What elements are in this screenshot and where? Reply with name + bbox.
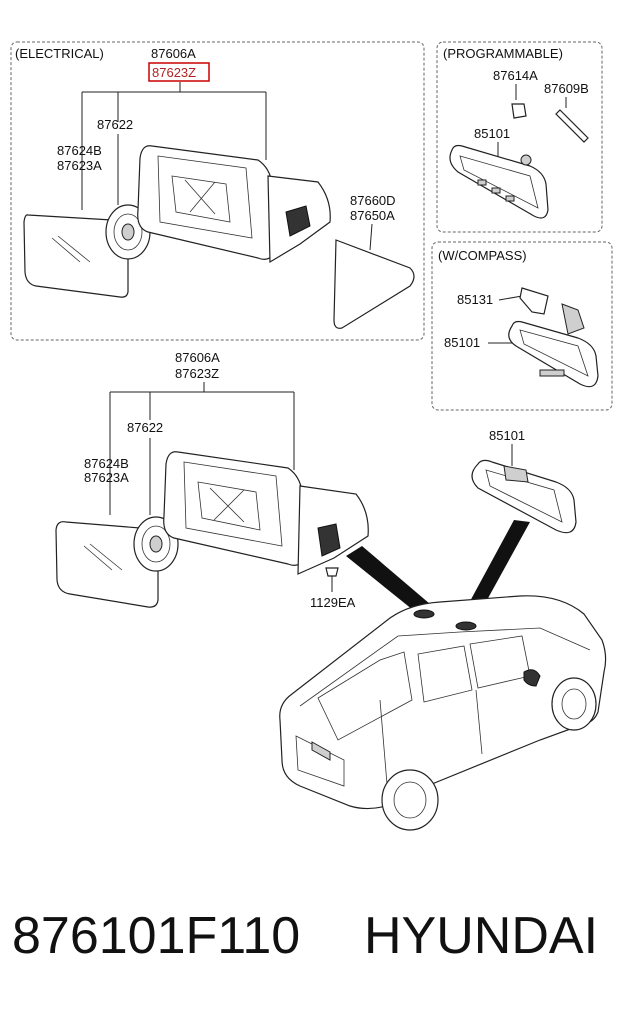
label-87623Z-manual[interactable]: 87623Z bbox=[175, 366, 219, 381]
compass-title: (W/COMPASS) bbox=[438, 248, 527, 263]
programmable-section: (PROGRAMMABLE) 87614A 87609B 85101 bbox=[436, 41, 603, 233]
mount-icon bbox=[561, 303, 585, 335]
manual-mirror-section: 87606A 87623Z 87622 87624B 87623A 1129 bbox=[55, 350, 430, 614]
compass-section: (W/COMPASS) 85131 85101 bbox=[431, 241, 613, 411]
pointer-wedge-left bbox=[346, 546, 430, 614]
label-87606A-manual[interactable]: 87606A bbox=[175, 350, 220, 365]
parts-diagram: (ELECTRICAL) 87606A 87623Z 87622 87624B … bbox=[10, 41, 613, 831]
bolt-icon bbox=[325, 567, 339, 592]
mirror-cover-icon bbox=[333, 239, 415, 329]
cover-cap-icon bbox=[519, 287, 549, 315]
programmable-frame bbox=[436, 41, 603, 233]
footer-part-number: 876101F110 bbox=[12, 907, 301, 965]
highlight-box bbox=[148, 62, 210, 82]
footer-brand: HYUNDAI bbox=[364, 907, 599, 965]
label-87650A[interactable]: 87650A bbox=[350, 208, 395, 223]
label-85101-compass[interactable]: 85101 bbox=[444, 335, 480, 350]
leader-lines bbox=[81, 82, 267, 210]
label-87614A[interactable]: 87614A bbox=[493, 68, 538, 83]
pointer-wedge-right bbox=[462, 520, 530, 620]
electrical-frame bbox=[10, 41, 425, 341]
label-85101-rearview[interactable]: 85101 bbox=[489, 428, 525, 443]
label-85101-programmable[interactable]: 85101 bbox=[474, 126, 510, 141]
manual-housing-icon bbox=[163, 451, 369, 575]
electrical-title: (ELECTRICAL) bbox=[15, 46, 104, 61]
label-87606A[interactable]: 87606A bbox=[151, 46, 196, 61]
label-87623A[interactable]: 87623A bbox=[57, 158, 102, 173]
screw-icon bbox=[555, 109, 589, 143]
label-87660D[interactable]: 87660D bbox=[350, 193, 396, 208]
label-87623Z[interactable]: 87623Z bbox=[152, 65, 196, 80]
compass-frame bbox=[431, 241, 613, 411]
label-87624B[interactable]: 87624B bbox=[57, 143, 102, 158]
programmable-title: (PROGRAMMABLE) bbox=[443, 46, 563, 61]
rearview-mirror-icon bbox=[449, 144, 549, 219]
footer: 876101F110 HYUNDAI bbox=[0, 900, 620, 980]
compass-mirror-icon bbox=[508, 320, 599, 388]
label-87622-manual[interactable]: 87622 bbox=[127, 420, 163, 435]
rearview-pointer-section: 85101 bbox=[462, 428, 577, 620]
label-87609B[interactable]: 87609B bbox=[544, 81, 589, 96]
leader-87660D bbox=[369, 223, 373, 251]
mirror-housing-icon bbox=[137, 145, 331, 264]
label-87623A-manual[interactable]: 87623A bbox=[84, 470, 129, 485]
rearview-mirror-large-icon bbox=[471, 459, 577, 534]
label-85131[interactable]: 85131 bbox=[457, 292, 493, 307]
suv-vehicle-icon bbox=[279, 595, 607, 831]
label-87622[interactable]: 87622 bbox=[97, 117, 133, 132]
compass-leaders bbox=[488, 295, 523, 344]
label-1129EA[interactable]: 1129EA bbox=[310, 595, 356, 610]
clip-icon bbox=[511, 103, 527, 119]
label-87624B-manual[interactable]: 87624B bbox=[84, 456, 129, 471]
electrical-section: (ELECTRICAL) 87606A 87623Z 87622 87624B … bbox=[10, 41, 425, 341]
manual-leader-lines bbox=[109, 382, 295, 515]
